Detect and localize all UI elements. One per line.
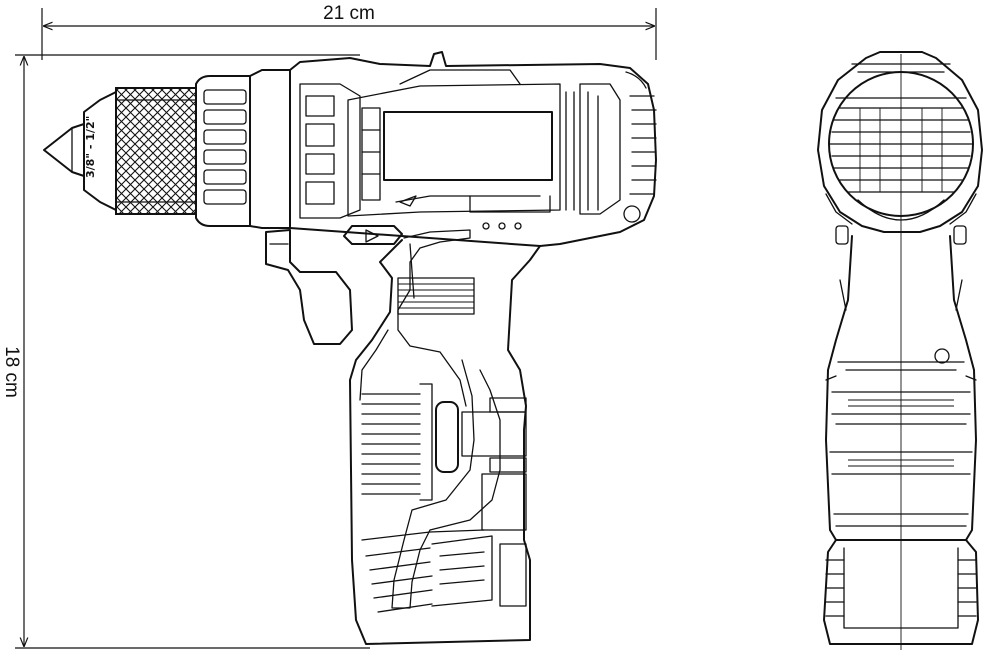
grip-window — [383, 111, 553, 181]
front-neck — [825, 235, 977, 541]
side-view: 3/8" - 1/2" — [43, 51, 657, 645]
torque-collar — [195, 69, 291, 229]
handle-slot — [435, 401, 459, 473]
front-battery — [823, 539, 979, 645]
battery-indicator-leds — [482, 222, 522, 230]
front-battery-ribs — [825, 547, 977, 629]
chuck-sleeve — [115, 87, 197, 215]
height-dimension: 18 cm — [1, 54, 370, 649]
battery-pack — [361, 529, 527, 613]
front-view — [817, 51, 983, 650]
drill-bit-tip — [43, 123, 85, 177]
width-label: 21 cm — [323, 3, 375, 24]
height-label: 18 cm — [1, 346, 22, 398]
motor-housing — [289, 51, 657, 247]
direction-switch — [343, 225, 403, 245]
handle-ribs — [361, 383, 433, 501]
front-motor-housing — [817, 51, 983, 233]
chuck-size-marking: 3/8" - 1/2" — [84, 116, 97, 178]
rear-vents — [623, 71, 657, 223]
width-dimension: 21 cm — [41, 3, 657, 60]
handle-side-blocks — [461, 397, 527, 531]
front-handle-bands — [825, 361, 977, 527]
front-grill — [829, 107, 973, 193]
grip-texture — [397, 277, 475, 315]
trigger — [265, 229, 353, 345]
handle — [349, 239, 541, 645]
